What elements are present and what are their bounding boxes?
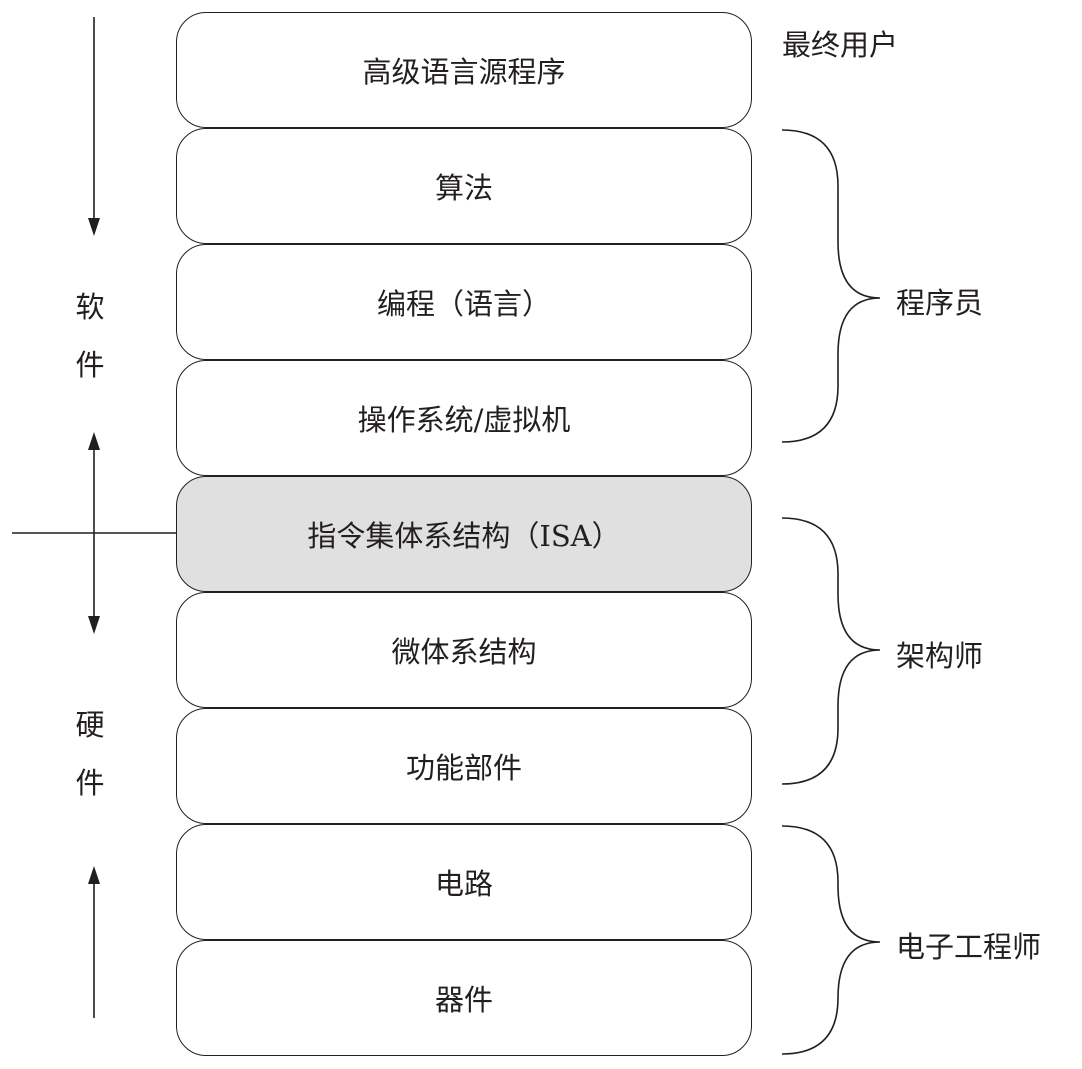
- side-label-hardware: 硬 件: [70, 696, 110, 812]
- layer-label: 指令集体系结构（ISA）: [307, 519, 621, 553]
- layer-label: 操作系统/虚拟机: [357, 403, 571, 437]
- role-end-user: 最终用户: [782, 28, 899, 62]
- side-label-software: 软 件: [70, 278, 110, 394]
- brace-architect: [781, 517, 881, 785]
- layer-label: 高级语言源程序: [362, 55, 566, 89]
- layer-circuits: 电路: [176, 824, 752, 940]
- layer-devices: 器件: [176, 940, 752, 1056]
- brace-electronic-engineer: [781, 825, 881, 1055]
- layer-label: 电路: [434, 867, 493, 901]
- side-char: 软: [75, 290, 105, 324]
- layer-label: 算法: [434, 171, 493, 205]
- role-architect: 架构师: [896, 639, 984, 673]
- layer-programming-language: 编程（语言）: [176, 244, 752, 360]
- layer-label: 编程（语言）: [376, 287, 551, 321]
- layer-label: 功能部件: [405, 751, 522, 785]
- arrowhead-down-middle: [88, 616, 100, 634]
- layer-os-vm: 操作系统/虚拟机: [176, 360, 752, 476]
- layer-label: 微体系结构: [391, 635, 537, 669]
- arrowhead-down-top: [88, 218, 100, 236]
- layer-high-level-source: 高级语言源程序: [176, 12, 752, 128]
- side-char: 件: [75, 766, 105, 800]
- role-electronic-engineer: 电子工程师: [896, 930, 1042, 964]
- side-char: 硬: [75, 708, 105, 742]
- layer-isa: 指令集体系结构（ISA）: [176, 476, 752, 592]
- role-programmer: 程序员: [896, 286, 984, 320]
- brace-programmer: [781, 129, 881, 443]
- layer-algorithm: 算法: [176, 128, 752, 244]
- arrowhead-up-bottom: [88, 866, 100, 884]
- arrowhead-up-middle: [88, 432, 100, 450]
- layer-functional-units: 功能部件: [176, 708, 752, 824]
- side-char: 件: [75, 348, 105, 382]
- layer-label: 器件: [434, 983, 493, 1017]
- layer-microarchitecture: 微体系结构: [176, 592, 752, 708]
